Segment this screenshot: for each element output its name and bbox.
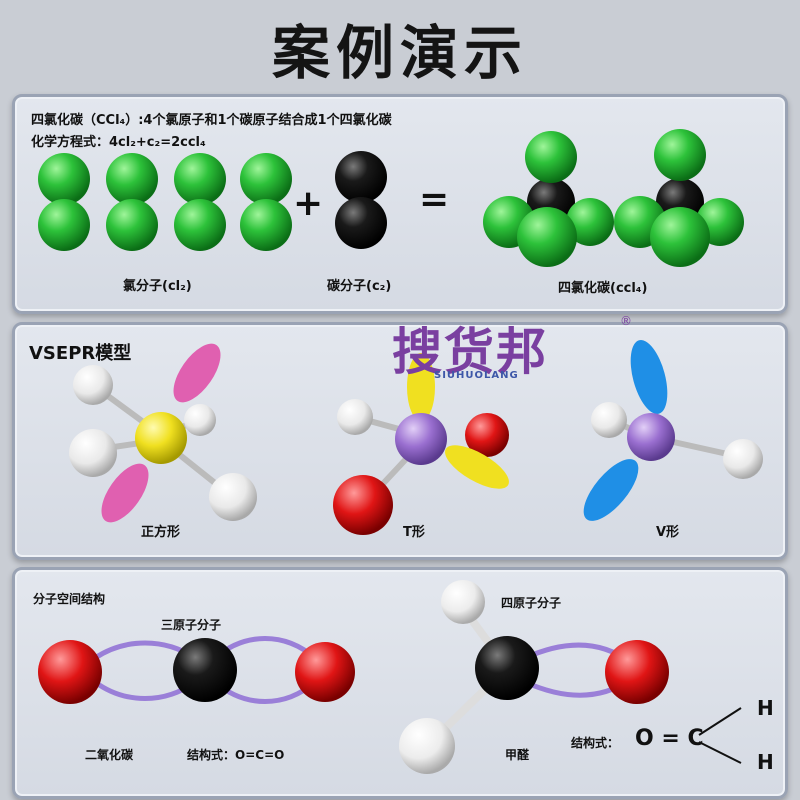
vsepr-models-art [69,340,763,535]
ccl4-panel: 四氯化碳（CCl₄）:4个氯原子和1个碳原子结合成1个四氯化碳 化学方程式：4c… [12,94,788,314]
registered-mark: ® [620,314,632,328]
vsepr-heading: VSEPR模型 [29,343,132,364]
plus-sign: + [293,183,324,224]
t-shape-label: T形 [403,525,425,540]
ccl4-molecules-art [38,129,744,267]
carbon-molecule [335,151,387,249]
chemical-equation: 化学方程式：4cl₂+c₂=2ccl₄ [31,135,206,150]
hydrogen-top-label: H [757,696,774,720]
ccl4-description: 四氯化碳（CCl₄）:4个氯原子和1个碳原子结合成1个四氯化碳 [31,113,392,128]
cl2-label: 氯分子(cl₂) [123,279,192,294]
co2-structural-formula: 结构式：O=C=O [187,748,285,762]
hydrogen-bottom-label: H [757,750,774,774]
formaldehyde-formula: O = C [635,726,704,751]
v-shaped-model [583,340,763,521]
formaldehyde-label: 甲醛 [505,748,530,762]
page-title: 案例演示 [271,19,528,87]
square-planar-model [69,343,257,523]
brand-logo-subtext: SIUHUOLANG [434,370,519,381]
square-label: 正方形 [141,525,181,540]
brand-watermark: 搜货邦 SIUHUOLANG ® [392,312,632,402]
chlorine-molecule [38,153,90,251]
ccl4-label: 四氯化碳(ccl₄) [558,281,648,296]
triatomic-label: 三原子分子 [161,618,222,632]
tetratomic-label: 四原子分子 [501,596,562,610]
formaldehyde-model [399,580,742,774]
c2-label: 碳分子(c₂) [327,279,392,294]
formaldehyde-formula-label: 结构式： [571,736,620,750]
chlorine-molecule [240,153,292,251]
ccl4-molecule [483,131,614,267]
v-shape-label: V形 [656,525,680,540]
chlorine-molecule [106,153,158,251]
brand-logo-text: 搜货邦 [392,323,548,381]
co2-label: 二氧化碳 [85,748,134,762]
equals-sign: = [419,179,450,220]
chlorine-molecule [174,153,226,251]
spatial-structure-panel: 分子空间结构 三原子分子 四原子分子 [12,567,788,799]
spatial-structure-heading: 分子空间结构 [33,592,106,606]
vsepr-panel: VSEPR模型 [12,322,788,560]
t-shaped-model [333,353,509,535]
co2-model [38,636,355,704]
ccl4-molecule [614,129,744,267]
spatial-models-art [38,580,742,774]
